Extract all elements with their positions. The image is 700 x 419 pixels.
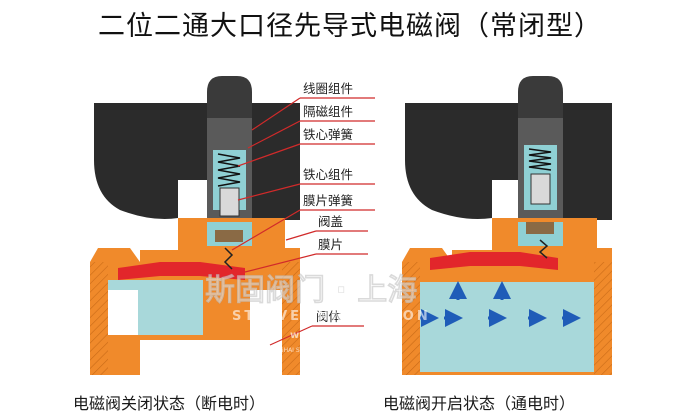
coil-cap-right [518,76,563,118]
label-diaphragm-spring: 膜片弹簧 [303,193,353,208]
valve-open [402,76,612,375]
outlet-port-left [250,290,282,375]
label-isolation-assembly: 隔磁组件 [303,104,353,119]
plunger-right [530,173,551,205]
watermark-url: www.valve-sg.com [290,330,395,341]
flow-passage-right [420,282,594,372]
label-core-spring: 铁心弹簧 [303,127,353,142]
label-diaphragm: 膜片 [318,237,343,252]
coil-assembly-left [94,103,300,220]
core-spring-right [528,148,552,171]
caption-closed-state: 电磁阀关闭状态（断电时） [73,394,266,413]
label-core-assembly: 铁心组件 [303,167,353,182]
plunger-left [219,187,240,217]
core-spring-left [217,153,241,187]
diaphragm-left [118,262,245,280]
inlet-port-left [108,290,138,335]
label-valve-body: 阀体 [316,309,342,324]
body-wall-hatch-right-right [594,262,612,375]
caption-open-state: 电磁阀开启状态（通电时） [383,394,576,413]
diaphragm-spring-left [223,247,234,270]
label-bonnet: 阀盖 [318,214,343,229]
coil-cap-left [207,76,252,118]
pilot-seal-left [215,230,243,242]
watermark-en: STRIVE INNOVATION [232,309,431,324]
body-wall-hatch-right [282,262,300,375]
page-title: 二位二通大口径先导式电磁阀（常闭型） [98,11,602,42]
watermark-cn: 斯固阀门 · 上海 [205,273,417,308]
valve-closed [90,76,300,375]
body-wall-hatch-right-left [402,262,420,375]
diaphragm-spring-right [538,239,549,259]
watermark-small: SHANGHAI STRIVE VALVE MANUFACTURE [262,347,385,354]
label-coil-assembly: 线圈组件 [303,81,353,96]
pilot-seal-right [526,222,554,234]
body-wall-hatch-left [90,262,108,375]
diaphragm-right [430,252,558,270]
part-labels: 线圈组件 隔磁组件 铁心弹簧 铁心组件 膜片弹簧 阀盖 膜片 阀体 [231,81,375,346]
coil-assembly-right [405,103,612,220]
flow-arrows [420,281,581,327]
watermark: 斯固阀门 · 上海 STRIVE INNOVATION www.valve-sg… [205,273,431,354]
